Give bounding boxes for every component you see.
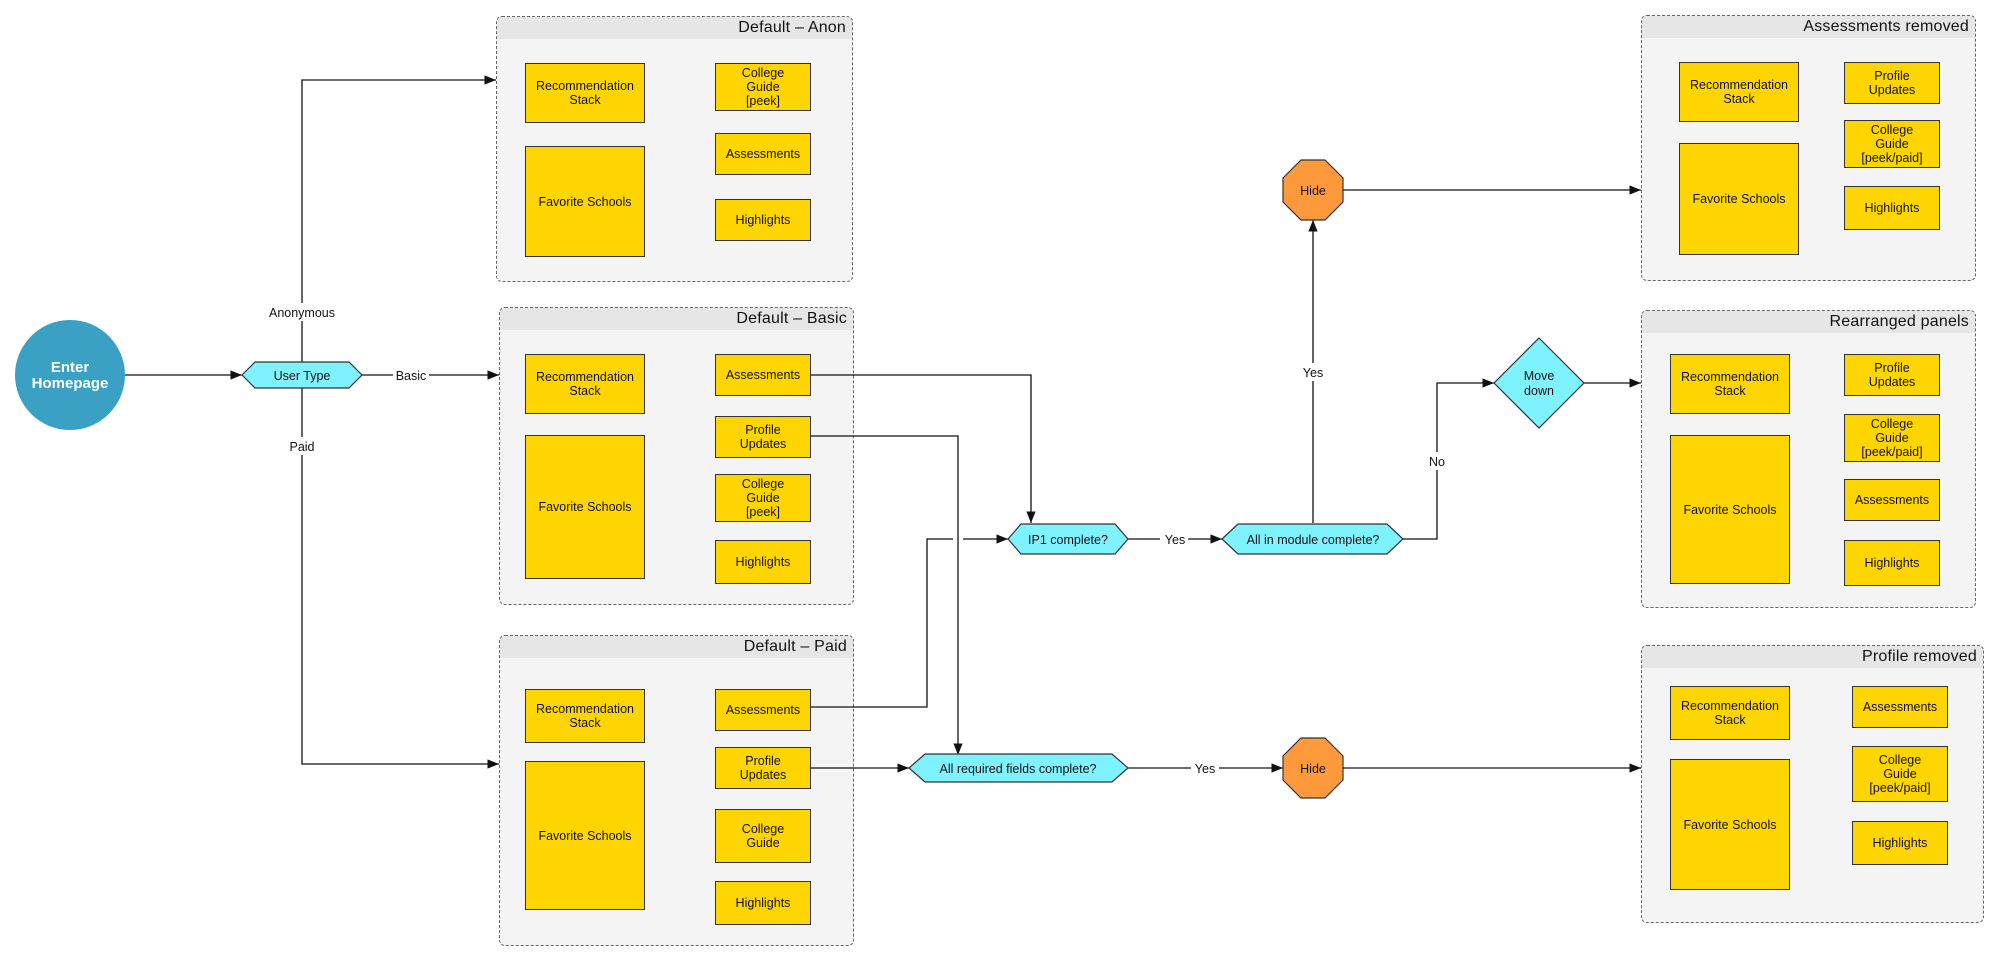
edge-basic-assessments-to-ip1 [811,374,1036,523]
svg-text:User Type: User Type [274,369,331,383]
panel-favorite-schools: Favorite Schools [525,761,645,910]
label-yes: Yes [1195,762,1215,776]
label-yes: Yes [1165,533,1185,547]
label-anonymous: Anonymous [269,306,335,320]
action-hide-assessments: Hide [1282,159,1344,221]
edge-paid-assessments-to-ip1 [811,538,953,708]
panel-recommendation-stack: Recommendation Stack [525,354,645,414]
move-down-line2: down [1524,384,1554,398]
label-yes: Yes [1303,366,1323,380]
start-label-line2: Homepage [32,375,109,392]
group-title: Default – Basic [500,308,853,330]
label-basic: Basic [396,369,427,383]
panel-profile-updates: Profile Updates [1844,354,1940,396]
group-default-anon: Default – Anon Recommendation Stack Favo… [496,16,853,282]
panel-recommendation-stack: Recommendation Stack [1670,354,1790,414]
decision-all-module-complete: All in module complete? [1221,523,1404,555]
edge-paid [301,388,499,769]
group-default-basic: Default – Basic Recommendation Stack Fav… [499,307,854,605]
panel-profile-updates: Profile Updates [715,747,811,789]
panel-college-guide: College Guide [peek] [715,63,811,111]
decision-move-down: Move down [1493,337,1585,429]
panel-assessments: Assessments [1844,479,1940,521]
panel-recommendation-stack: Recommendation Stack [525,63,645,123]
panel-college-guide: College Guide [715,809,811,863]
panel-highlights: Highlights [1844,540,1940,586]
panel-favorite-schools: Favorite Schools [1679,143,1799,255]
panel-assessments: Assessments [715,689,811,731]
panel-highlights: Highlights [1844,186,1940,230]
panel-favorite-schools: Favorite Schools [1670,759,1790,890]
decision-required-fields-complete: All required fields complete? [908,753,1129,783]
panel-highlights: Highlights [715,199,811,241]
start-label-line1: Enter [51,359,90,376]
group-default-paid: Default – Paid Recommendation Stack Favo… [499,635,854,946]
panel-highlights: Highlights [1852,821,1948,865]
group-title: Rearranged panels [1642,311,1975,333]
start-node: Enter Homepage [15,320,125,430]
group-assessments-removed: Assessments removed Recommendation Stack… [1641,15,1976,281]
panel-highlights: Highlights [715,540,811,584]
group-profile-removed: Profile removed Recommendation Stack Fav… [1641,645,1984,923]
panel-highlights: Highlights [715,881,811,925]
panel-favorite-schools: Favorite Schools [525,146,645,257]
edge-basic-profile-to-required [811,435,963,755]
group-rearranged-panels: Rearranged panels Recommendation Stack F… [1641,310,1976,608]
label-no: No [1429,455,1445,469]
edge-anonymous [301,75,496,362]
group-title: Default – Anon [497,17,852,39]
panel-college-guide: College Guide [peek/paid] [1844,414,1940,462]
panel-favorite-schools: Favorite Schools [1670,435,1790,584]
panel-assessments: Assessments [1852,686,1948,728]
panel-recommendation-stack: Recommendation Stack [1679,62,1799,122]
panel-recommendation-stack: Recommendation Stack [1670,686,1790,740]
group-title: Default – Paid [500,636,853,658]
action-hide-profile: Hide [1282,737,1344,799]
panel-assessments: Assessments [715,133,811,175]
decision-user-type: User Type [241,361,363,389]
label-paid: Paid [289,440,314,454]
decision-ip1-complete: IP1 complete? [1007,523,1129,555]
panel-favorite-schools: Favorite Schools [525,435,645,579]
panel-college-guide: College Guide [peek/paid] [1844,120,1940,168]
svg-text:Hide: Hide [1300,184,1326,198]
group-title: Profile removed [1642,646,1983,668]
svg-text:Hide: Hide [1300,762,1326,776]
panel-recommendation-stack: Recommendation Stack [525,689,645,743]
panel-profile-updates: Profile Updates [1844,62,1940,104]
panel-college-guide: College Guide [peek] [715,474,811,522]
panel-assessments: Assessments [715,354,811,396]
svg-text:IP1 complete?: IP1 complete? [1028,533,1108,547]
svg-text:All in module complete?: All in module complete? [1247,533,1380,547]
panel-college-guide: College Guide [peek/paid] [1852,746,1948,802]
panel-profile-updates: Profile Updates [715,416,811,458]
svg-text:All required fields complete?: All required fields complete? [939,762,1096,776]
move-down-line1: Move [1524,369,1555,383]
group-title: Assessments removed [1642,16,1975,38]
